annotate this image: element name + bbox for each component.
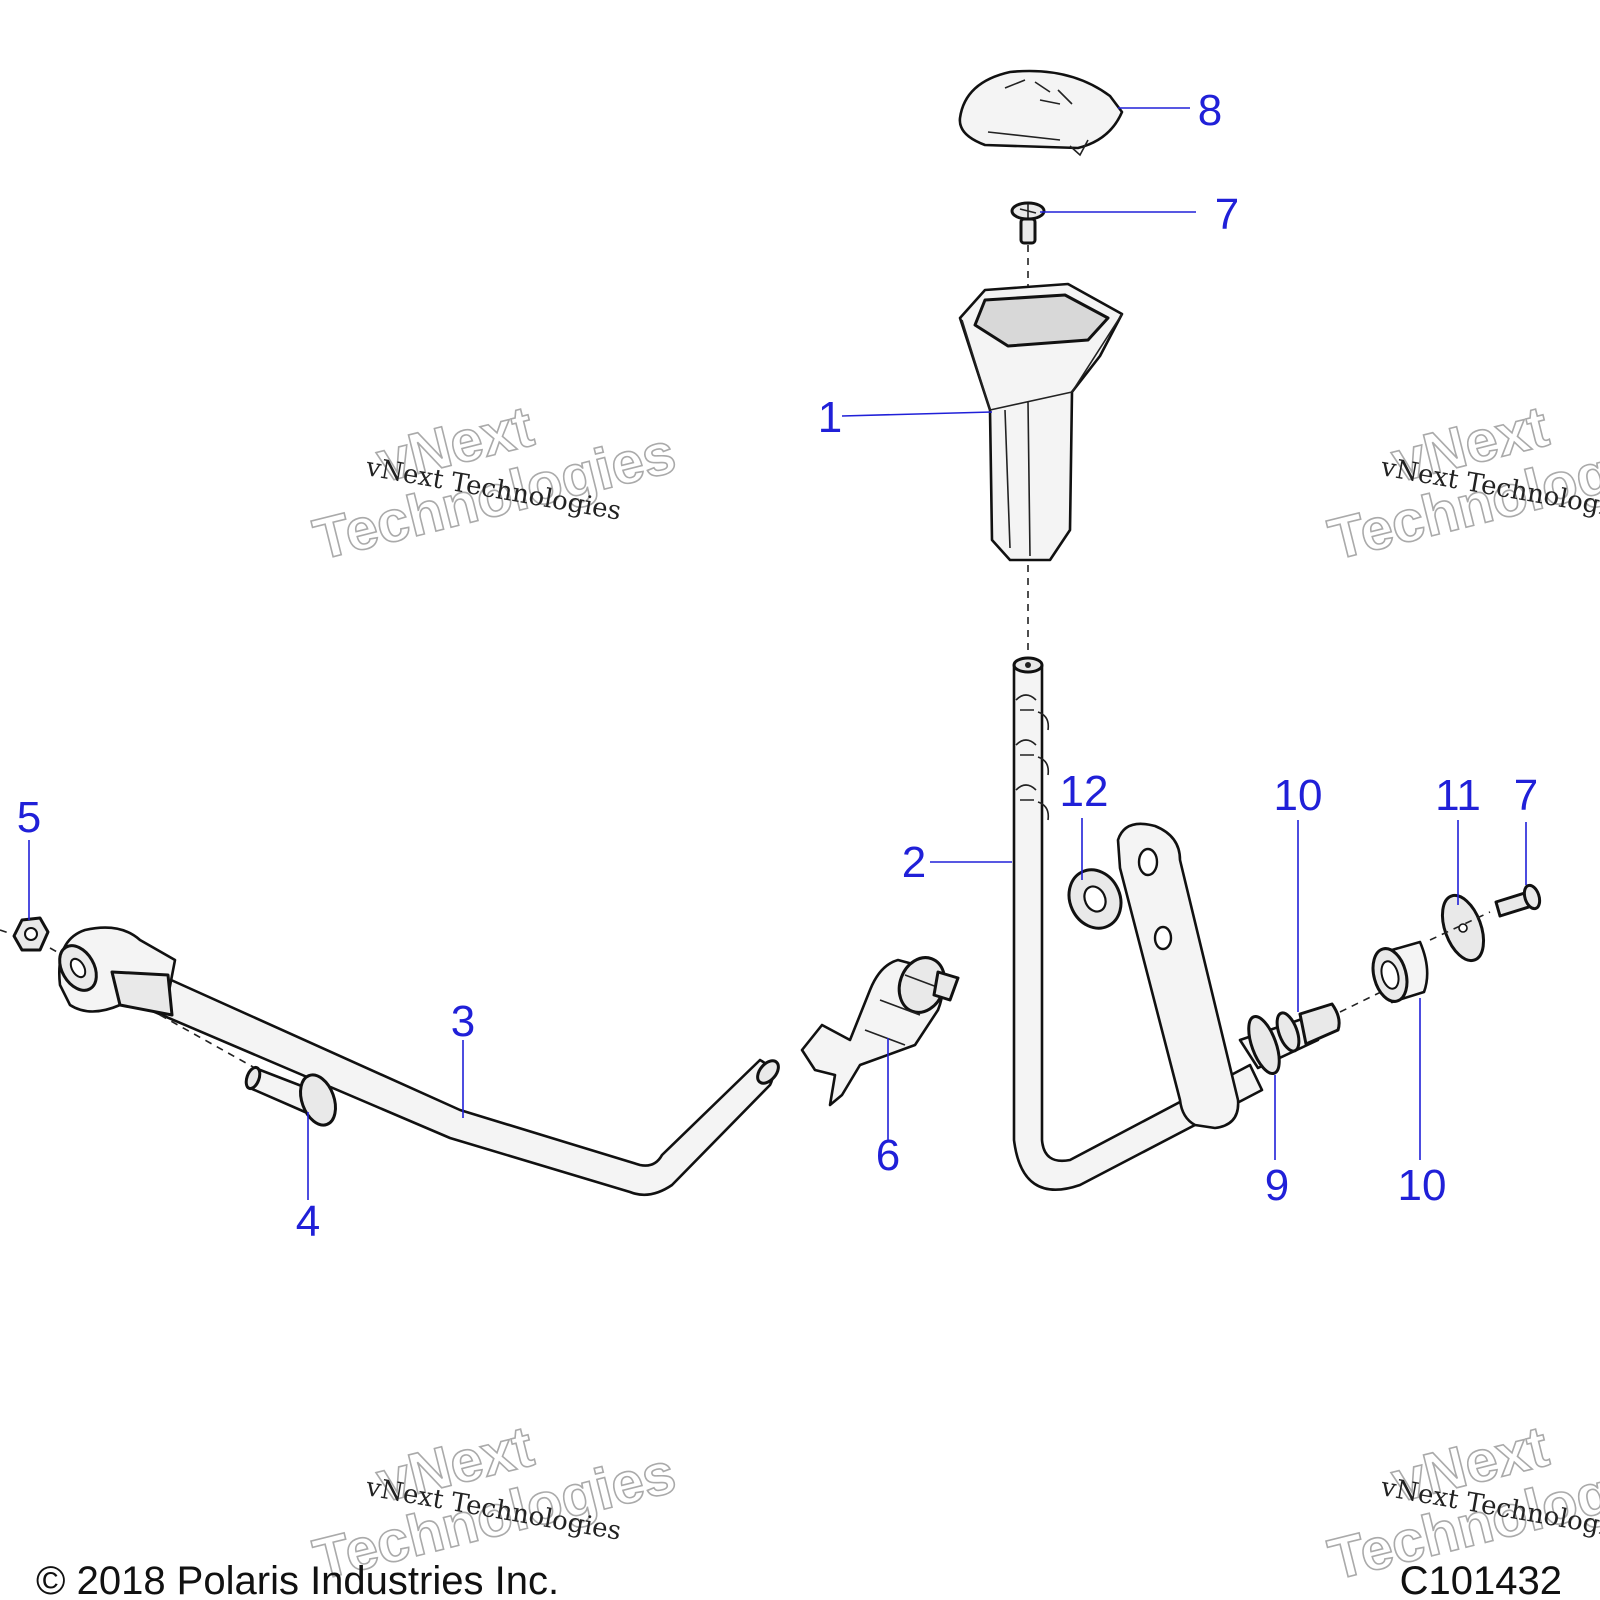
diagram-id: C101432 bbox=[1400, 1559, 1562, 1600]
assembly-axis-line bbox=[159, 1014, 256, 1069]
part-bolt-4 bbox=[244, 1065, 337, 1127]
callout-10-bottom: 10 bbox=[1398, 1161, 1447, 1210]
part-clip bbox=[800, 956, 960, 1107]
part-bushing-10 bbox=[1371, 940, 1429, 1004]
part-bolt-right bbox=[1494, 883, 1542, 918]
part-shift-rod bbox=[58, 926, 780, 1197]
assembly-axis-line bbox=[1339, 989, 1386, 1013]
copyright-text: © 2018 Polaris Industries Inc. bbox=[36, 1559, 559, 1600]
callout-9: 9 bbox=[1265, 1161, 1289, 1210]
callout-7-top: 7 bbox=[1215, 190, 1239, 239]
leader-1 bbox=[841, 411, 993, 417]
part-knob-cap bbox=[958, 69, 1124, 157]
callout-2: 2 bbox=[902, 838, 926, 887]
part-washer-11 bbox=[1440, 893, 1486, 963]
part-shift-lever bbox=[1012, 656, 1264, 1191]
callout-12: 12 bbox=[1060, 767, 1109, 816]
assembly-axis-line bbox=[0, 929, 13, 935]
callout-11: 11 bbox=[1435, 771, 1481, 820]
callout-4: 4 bbox=[296, 1197, 320, 1246]
part-nut bbox=[12, 916, 50, 952]
part-shift-knob bbox=[958, 282, 1124, 562]
callout-8: 8 bbox=[1198, 86, 1222, 135]
part-screw-top bbox=[1010, 201, 1046, 245]
leader-lines bbox=[28, 107, 1527, 1200]
callout-3: 3 bbox=[451, 997, 475, 1046]
assembly-axis-line bbox=[1429, 911, 1491, 941]
callout-1: 1 bbox=[818, 393, 842, 442]
callout-10-top: 10 bbox=[1274, 771, 1323, 820]
callout-7-right: 7 bbox=[1514, 771, 1538, 820]
part-shaft-bushing bbox=[1238, 1002, 1341, 1075]
part-washer-12 bbox=[1067, 868, 1123, 930]
callout-5: 5 bbox=[17, 793, 41, 842]
callouts: 8 7 1 2 12 10 11 7 5 3 4 6 9 10 bbox=[17, 86, 1538, 1246]
callout-6: 6 bbox=[876, 1131, 900, 1180]
